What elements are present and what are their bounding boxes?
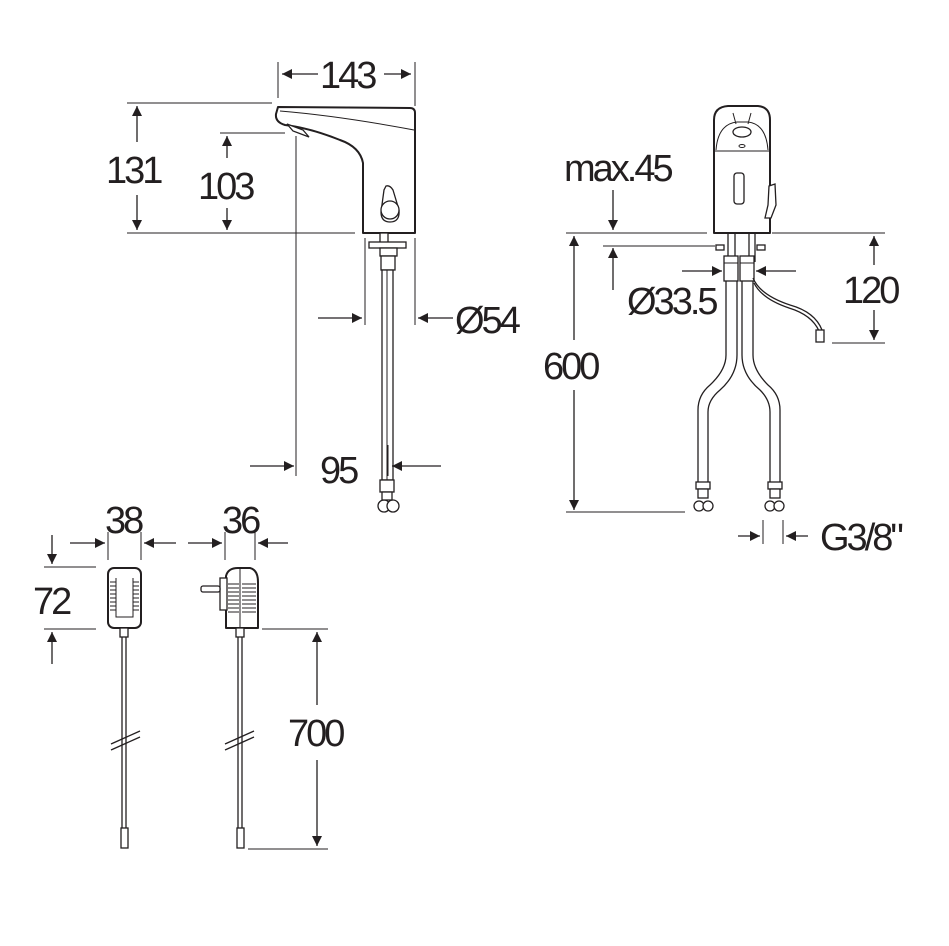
hose-right: [741, 281, 771, 483]
sensor-window: [733, 172, 745, 205]
dim-height-103: 103: [198, 166, 254, 208]
adapter-b-plug: [236, 827, 245, 849]
dim-adapter-38: 38: [105, 500, 143, 542]
break-mark: [110, 736, 141, 751]
dim-adapter-36: 36: [222, 500, 260, 542]
dim-projection-95: 95: [320, 450, 358, 492]
dim-height-131: 131: [106, 150, 162, 192]
faucet-top-edge: [279, 110, 415, 131]
dim-diameter-54: Ø54: [455, 300, 521, 342]
shank-nut-right: [739, 255, 755, 282]
cable-connector: [815, 329, 825, 343]
dim-width-143: 143: [320, 55, 376, 97]
front-view: max.45 Ø33.5 120 600 G3/8": [543, 105, 905, 559]
adapter-b-prong: [200, 585, 221, 593]
shank-nut-left: [723, 255, 739, 282]
side-view: 143 131 103 95 Ø54: [106, 55, 524, 513]
faucet-body-side: [274, 106, 416, 234]
sensor-cable: [752, 277, 823, 331]
dim-cable-120: 120: [843, 270, 899, 312]
shank-connector: [380, 255, 396, 271]
shank-nut: [379, 247, 398, 257]
dim-adapter-72: 72: [33, 581, 71, 623]
power-adapters: 38 36 72 700: [33, 500, 347, 850]
dim-connection-g3-8: G3/8": [820, 517, 902, 559]
dim-max-45: max.45: [564, 148, 672, 190]
faucet-lever-front: [764, 183, 777, 219]
adapter-b-body: [225, 567, 259, 629]
aerator-front: [732, 126, 752, 138]
dim-hose-600: 600: [543, 346, 599, 388]
aerator: [286, 123, 310, 138]
base-flange: [368, 241, 407, 249]
adapter-a-plug: [120, 827, 129, 849]
hose-end-right: [386, 499, 400, 513]
hose-nut: [379, 479, 395, 493]
dim-cable-700: 700: [288, 713, 344, 755]
lever-knob: [380, 200, 400, 220]
dim-diameter-33-5: Ø33.5: [627, 281, 717, 323]
faucet-body-front: [713, 105, 771, 234]
hose-left: [697, 281, 727, 483]
